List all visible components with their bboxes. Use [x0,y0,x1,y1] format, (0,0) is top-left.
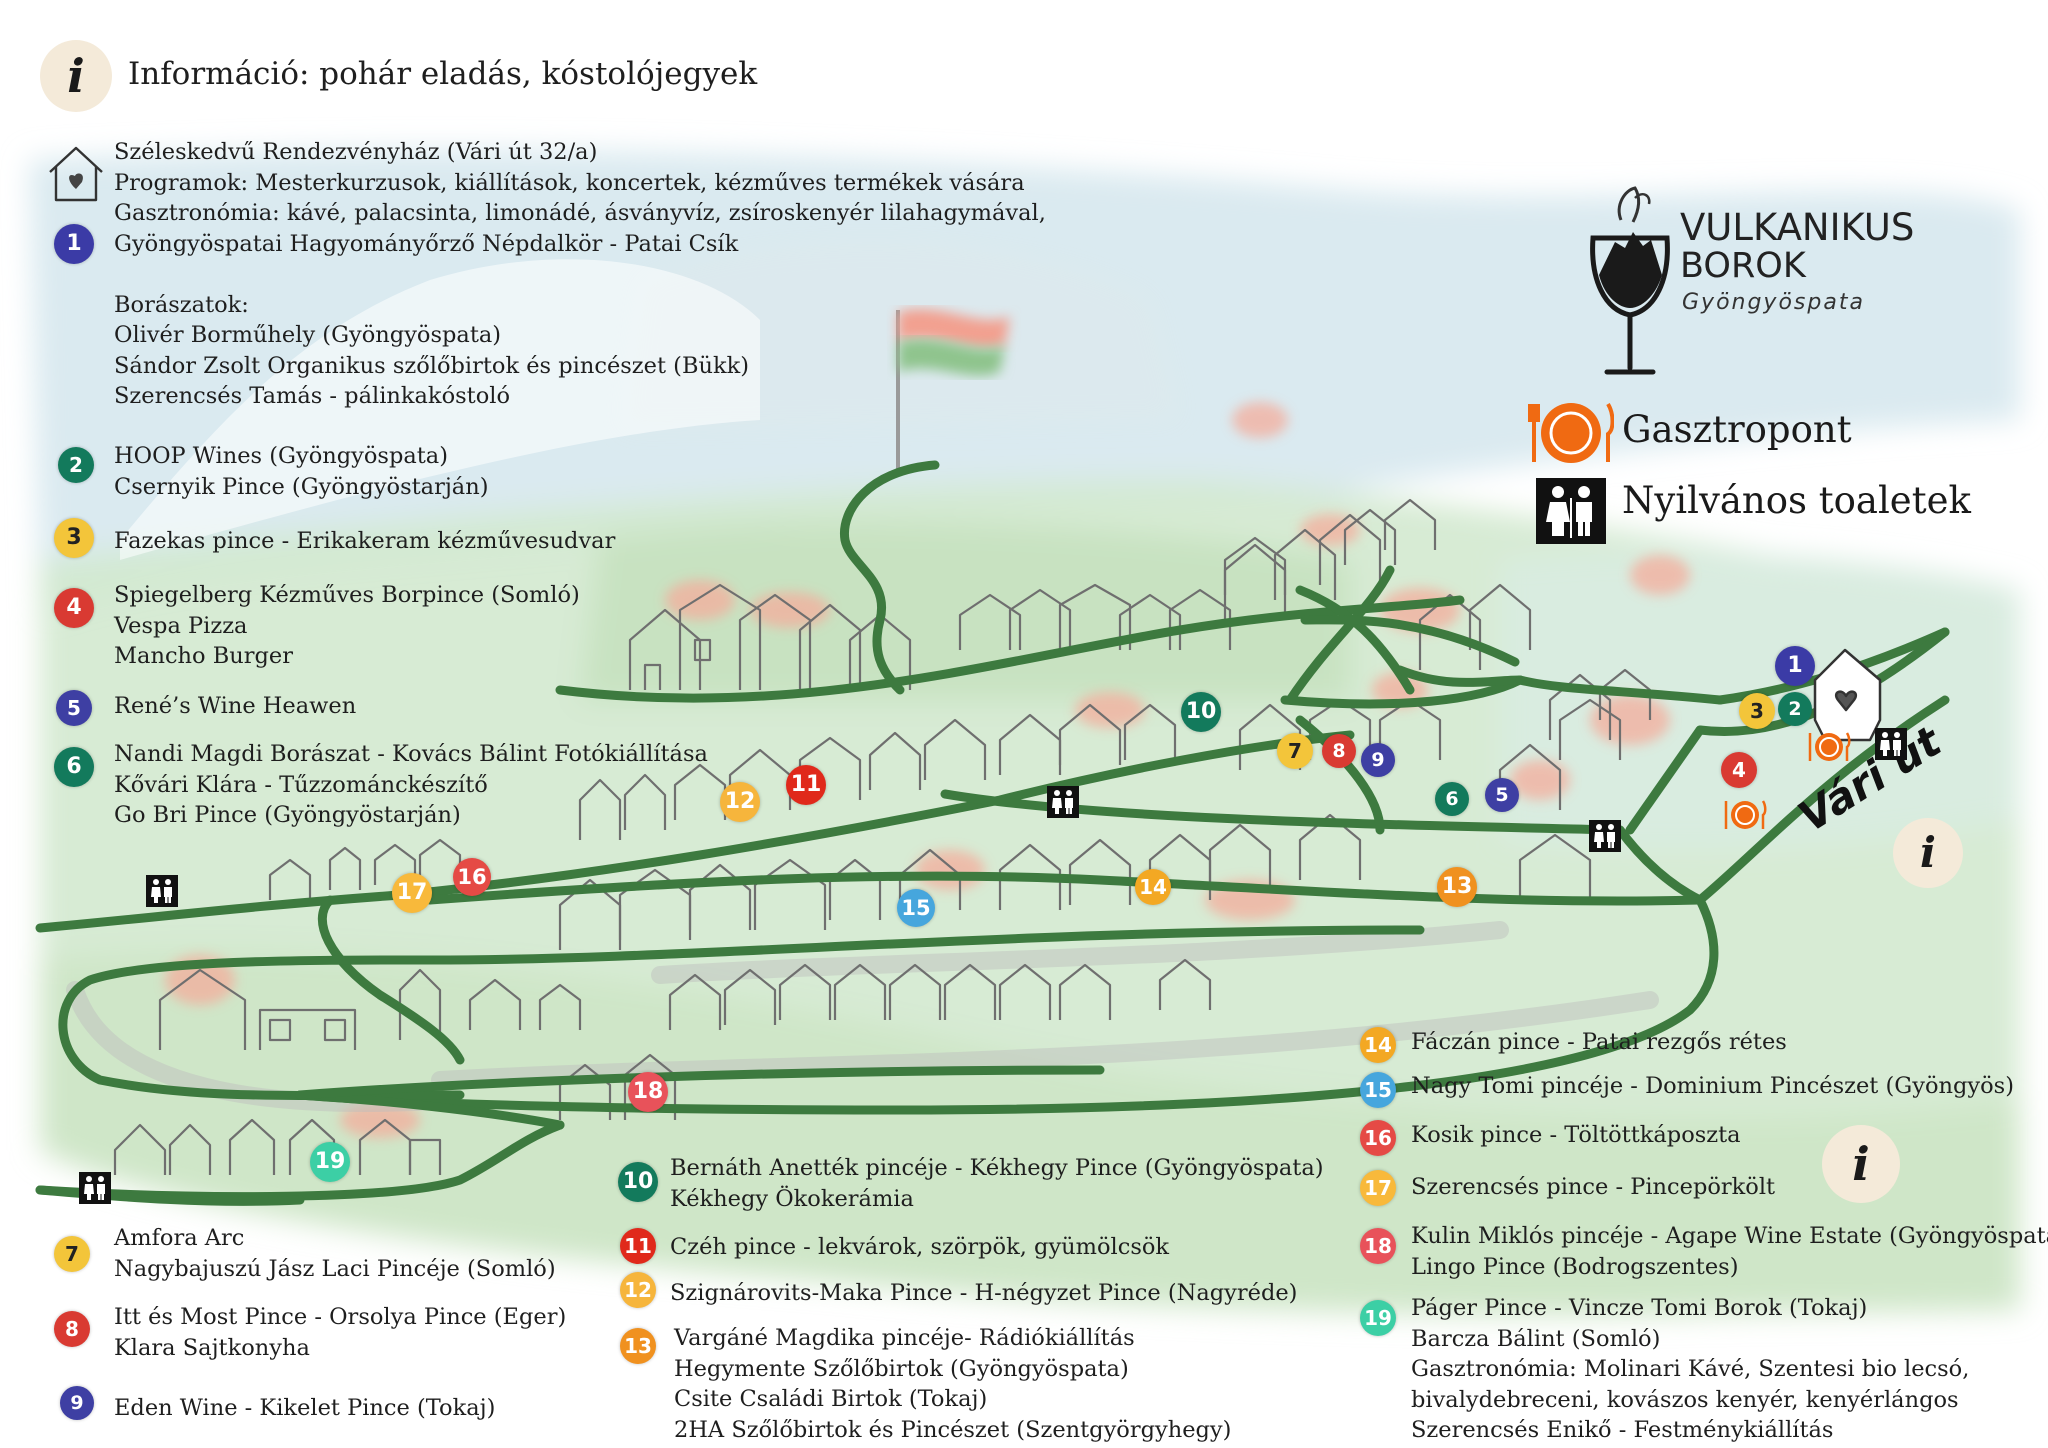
map-marker-19: 19 [310,1142,350,1182]
houses [113,498,1652,1175]
marker-5: 5 [56,690,92,726]
flag-icon [896,309,1010,470]
venue-5-text: René’s Wine Heawen [114,693,357,719]
map-toilet-icon [146,875,178,907]
map-marker-1: 1 [1775,646,1815,686]
map-marker-18: 18 [628,1072,668,1112]
brand-line1: VULKANIKUS [1680,206,1915,249]
marker-8: 8 [54,1311,90,1347]
map-marker-4: 4 [1721,752,1757,788]
map-toilet-icon [1589,820,1621,852]
map-toilet-icon [79,1172,111,1204]
venue-11-text: Czéh pince - lekvárok, szörpök, gyümölcs… [670,1234,1170,1260]
map-marker-6: 6 [1435,782,1469,816]
venue-19-text: Páger Pince - Vincze Tomi Borok (Tokaj)B… [1411,1295,1970,1443]
info-icon-bottom: i [1822,1125,1900,1203]
marker-7: 7 [54,1236,90,1272]
roads [35,460,1950,1206]
map-toilet-icon [1047,786,1079,818]
marker-1: 1 [54,224,94,264]
map-marker-17: 17 [392,873,432,913]
map-marker-5: 5 [1485,778,1519,812]
mountain-shape [120,259,760,560]
venue-18-text: Kulin Miklós pincéje - Agape Wine Estate… [1411,1223,2048,1280]
wine-glass-volcano-icon [1590,186,1670,375]
map-marker-3: 3 [1739,693,1775,729]
map-marker-16: 16 [453,858,491,896]
event-house-icon [49,146,103,202]
info-icon-map: i [1893,818,1963,888]
venue-6-text: Nandi Magdi Borászat - Kovács Bálint Fot… [114,741,708,828]
info-icon: i [40,40,112,112]
venue-3-text: Fazekas pince - Erikakeram kézművesudvar [114,528,616,554]
map-marker-12: 12 [720,782,760,822]
venue-15-text: Nagy Tomi pincéje - Dominium Pincészet (… [1411,1073,2014,1099]
marker-14: 14 [1360,1027,1396,1063]
brand-line3: Gyöngyöspata [1682,290,1865,315]
marker-16: 16 [1360,1120,1396,1156]
marker-13: 13 [620,1328,656,1364]
map-gastro-icon [1724,800,1767,829]
toilet-icon [1536,478,1606,544]
marker-6: 6 [54,747,94,787]
marker-2: 2 [58,447,94,483]
map-gastro-icon [1808,732,1851,761]
venue-12-text: Szignárovits-Maka Pince - H-négyzet Pinc… [670,1280,1298,1306]
map-marker-8: 8 [1322,734,1356,768]
marker-3: 3 [54,518,94,558]
gastro-icon [1528,402,1614,463]
marker-4: 4 [54,588,94,628]
map-marker-7: 7 [1277,733,1313,769]
map-marker-10: 10 [1181,692,1221,732]
brand-line2: BOROK [1680,246,1806,286]
legend-gastro-label: Gasztropont [1622,408,1852,451]
marker-19: 19 [1360,1300,1396,1336]
venue-4-text: Spiegelberg Kézműves Borpince (Somló)Ves… [114,582,580,669]
legend-toilet-label: Nyilvános toaletek [1622,479,1971,522]
venue-9-text: Eden Wine - Kikelet Pince (Tokaj) [114,1395,496,1421]
venue-16-text: Kosik pince - Töltöttkáposzta [1411,1122,1741,1148]
marker-11: 11 [620,1228,656,1264]
marker-18: 18 [1360,1228,1396,1264]
venue-2-text: HOOP Wines (Gyöngyöspata)Csernyik Pince … [114,443,489,500]
map-marker-13: 13 [1437,867,1477,907]
venue-17-text: Szerencsés pince - Pincepörkölt [1411,1174,1776,1200]
map-marker-15: 15 [897,889,935,927]
map-marker-14: 14 [1135,869,1171,905]
marker-9: 9 [60,1386,94,1420]
venue-10-text: Bernáth Anették pincéje - Kékhegy Pince … [670,1155,1324,1212]
map-marker-9: 9 [1361,743,1395,777]
venue-1-text: Széleskedvű Rendezvényház (Vári út 32/a)… [114,139,1046,409]
marker-10: 10 [618,1162,658,1202]
venue-14-text: Fáczán pince - Patai rezgős rétes [1411,1029,1787,1055]
marker-17: 17 [1360,1170,1396,1206]
marker-15: 15 [1360,1072,1396,1108]
marker-12: 12 [620,1272,656,1308]
info-line: Információ: pohár eladás, kóstolójegyek [128,56,758,92]
map-marker-11: 11 [786,765,826,805]
map-toilet-icon [1875,728,1907,760]
map-marker-2: 2 [1778,692,1812,726]
venue-8-text: Itt és Most Pince - Orsolya Pince (Eger)… [114,1304,567,1361]
